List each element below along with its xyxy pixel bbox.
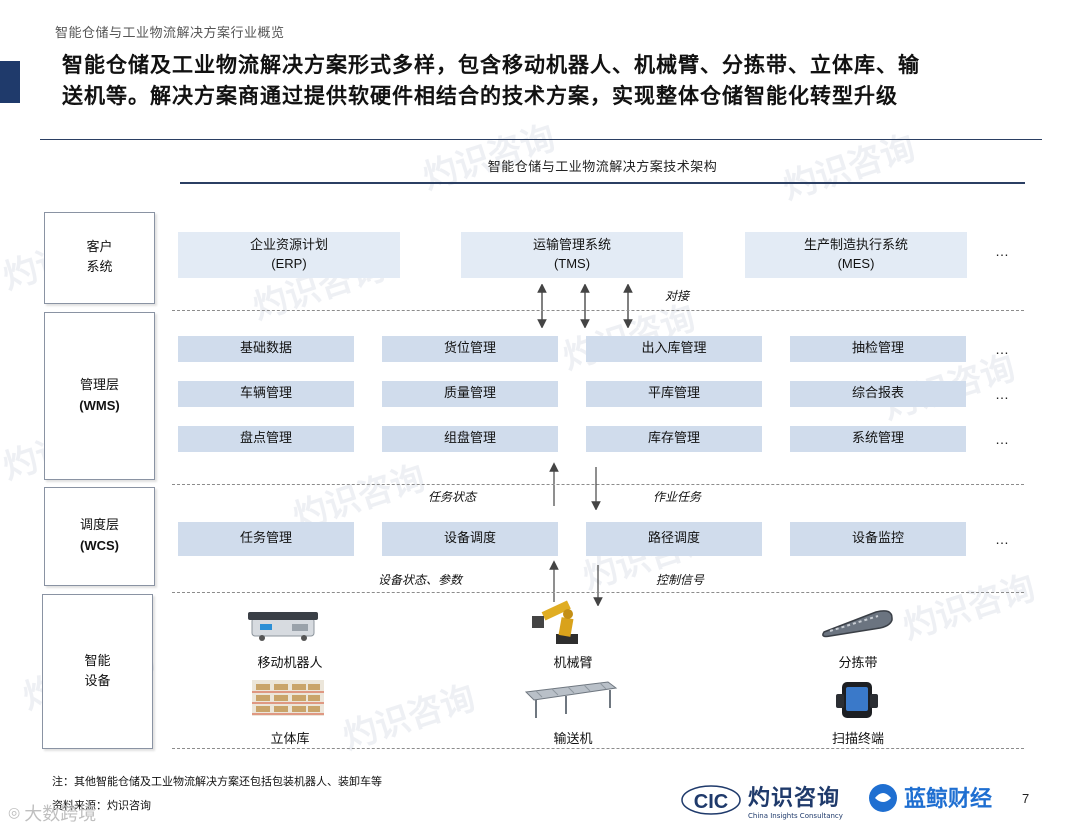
system-abbr: (ERP) <box>271 255 306 273</box>
whale-logo-icon <box>866 780 900 814</box>
layer-label-wcs: 调度层 (WCS) <box>44 487 155 586</box>
diagram-title: 智能仓储与工业物流解决方案技术架构 <box>180 156 1025 175</box>
corner-watermark-text: 大数跨境 <box>24 800 96 826</box>
bidirectional-arrows <box>530 284 640 328</box>
watermark: 灼识咨询 <box>336 670 480 759</box>
accent-bar <box>0 61 20 103</box>
wms-item: 系统管理 <box>790 426 966 452</box>
device-status-label: 设备状态、参数 <box>378 571 462 588</box>
headline: 智能仓储及工业物流解决方案形式多样，包含移动机器人、机械臂、分拣带、立体库、输 … <box>62 50 1052 112</box>
more-ellipsis: … <box>995 341 1009 357</box>
device-name: 立体库 <box>230 728 350 747</box>
system-name: 企业资源计划 <box>250 237 328 255</box>
wms-item: 基础数据 <box>178 336 354 362</box>
wms-item: 库存管理 <box>586 426 762 452</box>
wcs-item: 路径调度 <box>586 522 762 556</box>
task-status-label: 任务状态 <box>428 488 476 505</box>
device-name: 扫描终端 <box>798 728 918 747</box>
more-ellipsis: … <box>995 386 1009 402</box>
wms-item: 车辆管理 <box>178 381 354 407</box>
layer-label-text: 调度层 <box>80 516 119 536</box>
page-number: 7 <box>1022 791 1029 806</box>
device-name: 机械臂 <box>513 652 633 671</box>
wms-item: 货位管理 <box>382 336 558 362</box>
robotic-arm-icon <box>528 598 594 646</box>
system-abbr: (TMS) <box>554 255 590 273</box>
layer-label-text: 管理层 <box>79 376 119 396</box>
wms-item: 盘点管理 <box>178 426 354 452</box>
wms-item: 出入库管理 <box>586 336 762 362</box>
wcs-item: 设备调度 <box>382 522 558 556</box>
wms-item: 抽检管理 <box>790 336 966 362</box>
device-name: 分拣带 <box>798 652 918 671</box>
warehouse-rack-icon <box>250 676 326 718</box>
headline-line-1: 智能仓储及工业物流解决方案形式多样，包含移动机器人、机械臂、分拣带、立体库、输 <box>62 50 1052 81</box>
system-name: 运输管理系统 <box>533 237 611 255</box>
cic-logo: CIC 灼识咨询 China Insights Consultancy <box>680 780 843 820</box>
system-abbr: (MES) <box>838 255 875 273</box>
more-ellipsis: … <box>995 243 1009 259</box>
layer-label-customer: 客户系统 <box>44 212 155 304</box>
more-ellipsis: … <box>995 431 1009 447</box>
system-name: 生产制造执行系统 <box>804 237 908 255</box>
system-mes: 生产制造执行系统 (MES) <box>745 232 967 278</box>
more-ellipsis: … <box>995 531 1009 547</box>
wms-wcs-arrows <box>545 462 605 510</box>
partner-name: 蓝鲸财经 <box>904 781 992 813</box>
footnote: 注：其他智能仓储及工业物流解决方案还包括包装机器人、装卸车等 <box>52 773 382 789</box>
device-name: 输送机 <box>513 728 633 747</box>
watermark: 灼识咨询 <box>896 560 1040 649</box>
wms-item: 平库管理 <box>586 381 762 407</box>
layer-divider <box>172 310 1024 311</box>
layer-divider <box>172 484 1024 485</box>
logo-mark-text: CIC <box>694 791 728 813</box>
agv-robot-icon <box>246 604 320 642</box>
chat-bubble-icon: ◎ <box>8 805 20 821</box>
watermark: 灼识咨询 <box>416 110 560 199</box>
layer-label-text: 设备 <box>84 672 110 692</box>
system-erp: 企业资源计划 (ERP) <box>178 232 400 278</box>
layer-label-abbr: (WMS) <box>79 398 119 413</box>
wms-item: 质量管理 <box>382 381 558 407</box>
layer-divider <box>172 592 1024 593</box>
device-name: 移动机器人 <box>230 652 350 671</box>
layer-label-text: 智能 <box>84 652 110 672</box>
layer-label-devices: 智能设备 <box>42 594 153 749</box>
wms-item: 综合报表 <box>790 381 966 407</box>
partner-logo: 蓝鲸财经 <box>866 780 992 814</box>
connector-label: 对接 <box>665 287 689 304</box>
layer-label-text: 系统 <box>86 258 112 278</box>
wcs-item: 设备监控 <box>790 522 966 556</box>
conveyor-icon <box>522 678 618 722</box>
logo-company-name: 灼识咨询 <box>748 780 843 812</box>
sorting-belt-icon <box>818 606 898 640</box>
control-signal-label: 控制信号 <box>656 571 704 588</box>
logo-company-en: China Insights Consultancy <box>748 812 843 820</box>
corner-watermark: ◎ 大数跨境 <box>8 800 96 826</box>
layer-label-abbr: (WCS) <box>80 538 119 553</box>
cic-logo-mark-icon: CIC <box>680 782 742 818</box>
layer-label-text: 客户 <box>86 238 112 258</box>
scanner-terminal-icon <box>834 680 882 724</box>
diagram-title-rule <box>180 182 1025 184</box>
wcs-item: 任务管理 <box>178 522 354 556</box>
wms-item: 组盘管理 <box>382 426 558 452</box>
layer-divider <box>172 748 1024 749</box>
header-divider <box>40 139 1042 140</box>
work-task-label: 作业任务 <box>653 488 701 505</box>
headline-line-2: 送机等。解决方案商通过提供软硬件相结合的技术方案，实现整体仓储智能化转型升级 <box>62 81 1052 112</box>
layer-label-wms: 管理层 (WMS) <box>44 312 155 480</box>
report-section-title: 智能仓储与工业物流解决方案行业概览 <box>55 22 285 41</box>
system-tms: 运输管理系统 (TMS) <box>461 232 683 278</box>
